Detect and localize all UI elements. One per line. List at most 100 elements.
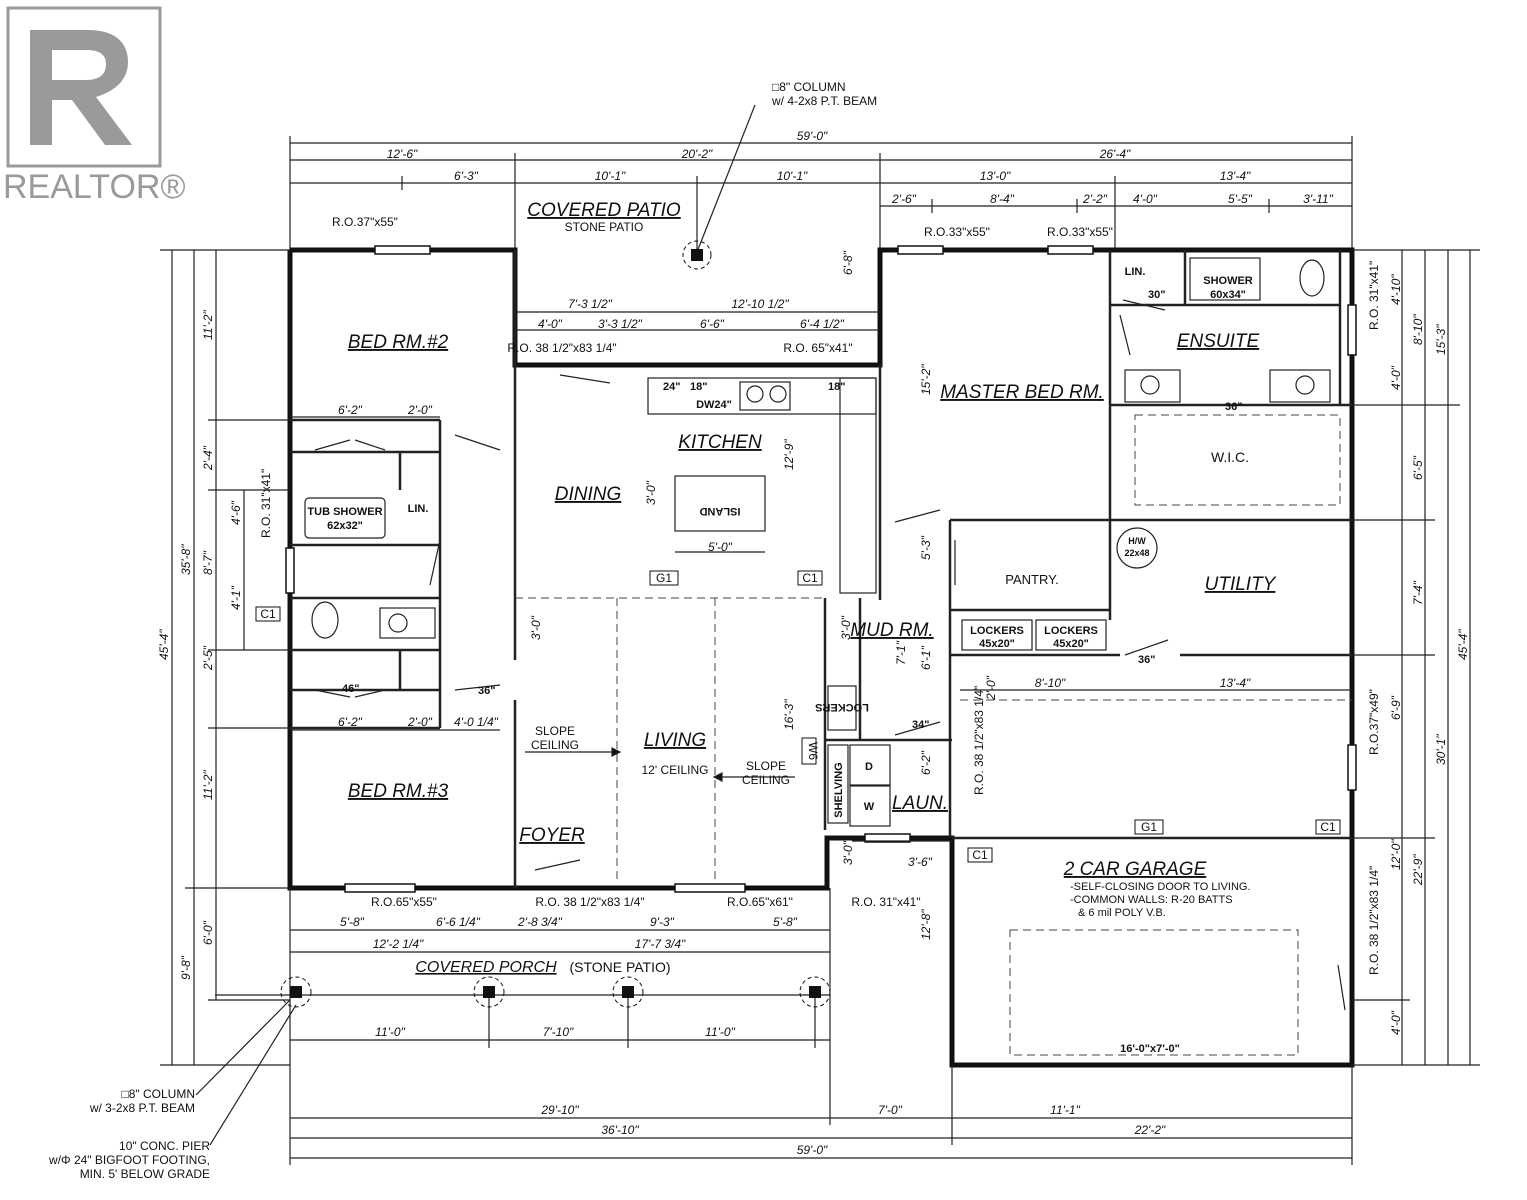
ensuite-sink-2 — [1269, 369, 1331, 403]
svg-text:4'-0": 4'-0" — [538, 317, 563, 331]
room-foyer: FOYER — [519, 825, 585, 846]
covered-patio-label: COVERED PATIO — [527, 200, 681, 221]
interior-walls — [290, 250, 1352, 888]
svg-text:□8" COLUMN: □8" COLUMN — [772, 80, 846, 94]
tub-shower-label: TUB SHOWER — [307, 506, 382, 518]
svg-text:2'-5": 2'-5" — [201, 645, 215, 671]
room-kitchen: KITCHEN — [678, 432, 762, 453]
svg-text:3'-0": 3'-0" — [841, 840, 855, 865]
ro-living-window: R.O.65"x61" — [727, 895, 793, 909]
svg-text:4'-10": 4'-10" — [1389, 274, 1403, 305]
room-ensuite: ENSUITE — [1177, 331, 1260, 352]
svg-text:6'-5": 6'-5" — [1411, 455, 1425, 480]
dishwasher-label: DW24" — [696, 399, 732, 411]
svg-text:2'-8 3/4": 2'-8 3/4" — [517, 915, 563, 929]
porch-suffix: (STONE PATIO) — [569, 959, 670, 975]
room-bed3: BED RM.#3 — [348, 781, 449, 802]
window-master-1 — [897, 245, 944, 255]
window-garage — [1347, 744, 1357, 791]
svg-text:59'-0": 59'-0" — [797, 1143, 828, 1157]
dim-t2a: 6'-3" — [454, 169, 479, 183]
garage-note-3: & 6 mil POLY V.B. — [1078, 907, 1166, 919]
svg-text:9'-8": 9'-8" — [179, 955, 193, 980]
tub-shower — [304, 497, 386, 539]
lin-bath: LIN. — [408, 503, 429, 515]
svg-text:G1: G1 — [1141, 820, 1157, 834]
svg-text:5'-8": 5'-8" — [773, 915, 798, 929]
mud-lockers: LOCKERS — [815, 701, 869, 713]
svg-text:11'-2": 11'-2" — [201, 310, 215, 340]
svg-text:30'-1": 30'-1" — [1434, 734, 1448, 765]
lockers-2: LOCKERS — [1044, 625, 1098, 637]
window-living — [674, 883, 746, 893]
dim-top-c: 26'-4" — [1099, 147, 1131, 161]
svg-text:4'-0": 4'-0" — [1389, 1010, 1403, 1035]
room-laundry: LAUN. — [892, 793, 948, 814]
bath-fixtures — [304, 257, 1331, 639]
room-wic: W.I.C. — [1211, 449, 1249, 465]
dim-top-b: 20'-2" — [681, 147, 713, 161]
svg-text:3'-0": 3'-0" — [644, 480, 658, 505]
svg-text:10" CONC. PIER: 10" CONC. PIER — [119, 1139, 210, 1153]
ensuite-shower — [1189, 257, 1261, 301]
lockers — [961, 619, 1107, 651]
svg-text:6'-2": 6'-2" — [338, 715, 363, 729]
svg-text:9'-3": 9'-3" — [650, 915, 675, 929]
garage-door-size: 16'-0"x7'-0" — [1120, 1043, 1180, 1055]
svg-text:3'-0": 3'-0" — [529, 615, 543, 640]
room-utility: UTILITY — [1205, 574, 1277, 595]
tags: G1 C1 C1 G1 C1 C1 W6 — [255, 570, 1341, 863]
svg-text:36": 36" — [1225, 401, 1242, 413]
ceiling-lines — [515, 414, 1352, 1056]
ro-bed3-window: R.O.65"x55" — [371, 895, 437, 909]
svg-text:7'-4": 7'-4" — [1411, 580, 1425, 605]
dim-t3c: 2'-2" — [1082, 192, 1108, 206]
hot-water-tank — [1116, 527, 1158, 569]
svg-text:11'-1": 11'-1" — [1050, 1103, 1080, 1117]
svg-text:22'-2": 22'-2" — [1134, 1123, 1166, 1137]
lockers-1-size: 45x20" — [979, 638, 1015, 650]
window-bed2 — [374, 245, 431, 255]
room-mud: MUD RM. — [850, 620, 933, 641]
svg-text:12'-8": 12'-8" — [919, 909, 933, 940]
windows — [285, 245, 1357, 893]
island-label: ISLAND — [699, 505, 740, 517]
svg-text:G1: G1 — [656, 571, 672, 585]
svg-text:4'-1": 4'-1" — [229, 585, 243, 610]
svg-text:8'-10": 8'-10" — [1035, 676, 1066, 690]
ro-front-door: R.O. 38 1/2"x83 1/4" — [535, 895, 644, 909]
door-swings — [314, 299, 1346, 1011]
dim-t2e: 13'-4" — [1220, 169, 1251, 183]
svg-text:6'-1": 6'-1" — [919, 645, 933, 670]
svg-text:34": 34" — [912, 719, 929, 731]
svg-text:4'-0 1/4": 4'-0 1/4" — [454, 715, 499, 729]
top-dimensions — [289, 136, 1353, 250]
dim-t3d: 4'-0" — [1133, 192, 1158, 206]
exterior-walls — [287, 247, 1355, 1068]
living-ceiling: 12' CEILING — [642, 763, 709, 777]
porch-columns — [280, 976, 831, 1008]
svg-text:w/ 4-2x8 P.T. BEAM: w/ 4-2x8 P.T. BEAM — [771, 94, 877, 108]
tub-size: 62x32" — [327, 520, 363, 532]
dim-t2b: 10'-1" — [595, 169, 626, 183]
svg-text:C1: C1 — [1320, 820, 1336, 834]
realtor-logo: REALTOR® — [3, 6, 186, 206]
kitchen-island — [674, 475, 766, 532]
ensuite-sink-1 — [1124, 369, 1181, 403]
dim-t2d: 13'-0" — [980, 169, 1011, 183]
laundry-appliances — [827, 685, 891, 827]
svg-text:36": 36" — [1138, 654, 1155, 666]
lockers-1: LOCKERS — [970, 625, 1024, 637]
ro-garage-window: R.O.37"x49" — [1367, 689, 1381, 755]
ro-patio-window: R.O. 65"x41" — [783, 341, 852, 355]
svg-text:w/ 3-2x8 P.T. BEAM: w/ 3-2x8 P.T. BEAM — [89, 1101, 195, 1115]
window-bed3 — [344, 883, 416, 893]
dim-t3e: 5'-5" — [1228, 192, 1253, 206]
window-ensuite — [1347, 304, 1357, 356]
svg-text:6'-6": 6'-6" — [700, 317, 725, 331]
shower-label: SHOWER — [1203, 275, 1253, 287]
svg-text:2'-0": 2'-0" — [407, 403, 433, 417]
svg-text:2'-4": 2'-4" — [201, 445, 215, 471]
bath-vanity — [379, 607, 436, 639]
